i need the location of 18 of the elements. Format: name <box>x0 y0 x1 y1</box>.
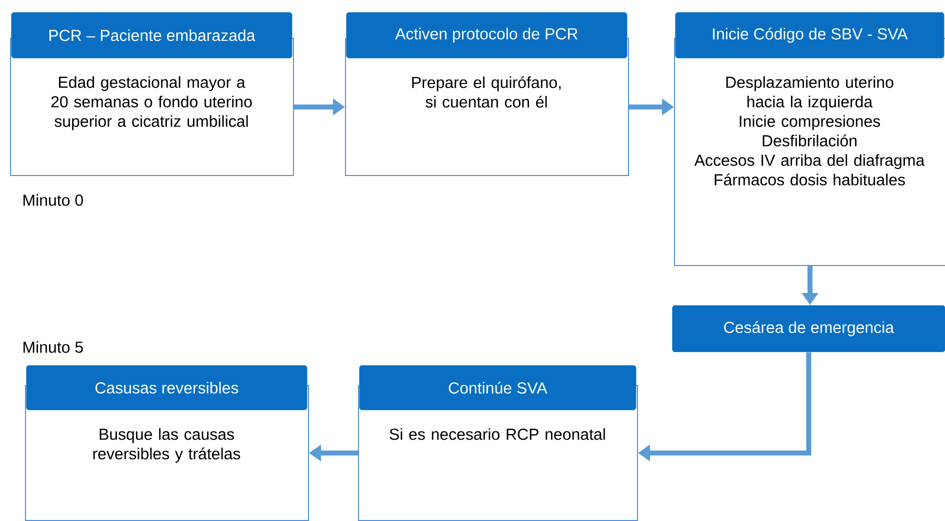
header-tab: Activen protocolo de PCR <box>346 12 628 58</box>
body-text: Edad gestacional mayor a 20 semanas o fondo uterino superior a cicatriz umbilical <box>51 76 252 130</box>
body-text: Si es necesario RCP neonatal <box>390 428 605 440</box>
header-tab: Casusas reversibles <box>26 365 308 410</box>
node-label: Desplazamiento uterino hacia la izquierda <box>726 76 894 111</box>
node-label: Desfibrilación <box>762 134 856 146</box>
time-label: Minuto 0 <box>24 194 83 206</box>
step-box: Cesárea de emergencia <box>672 305 945 352</box>
body-text: Prepare el quirófano, si cuentan con él <box>412 76 561 108</box>
header-tab: Inicie Código de SBV - SVA <box>675 12 944 58</box>
node-label: Inicie compresiones <box>740 115 880 130</box>
header-tab: PCR – Paciente embarazada <box>11 12 292 58</box>
node-label: Fármacos dosis habituales <box>714 174 905 186</box>
time-label: Minuto 5 <box>24 341 83 353</box>
node-label: Accesos IV arriba del diafragma <box>694 154 925 170</box>
body-text: Busque las causas reversibles y trátelas <box>93 428 240 463</box>
body-text: Desplazamiento uterino hacia la izquierda Inicie compresiones Desfibrilación Accesos IV arriba del diafragma Fármacos dosis habituales <box>694 76 925 186</box>
header-tab: Continúe SVA <box>359 365 636 410</box>
